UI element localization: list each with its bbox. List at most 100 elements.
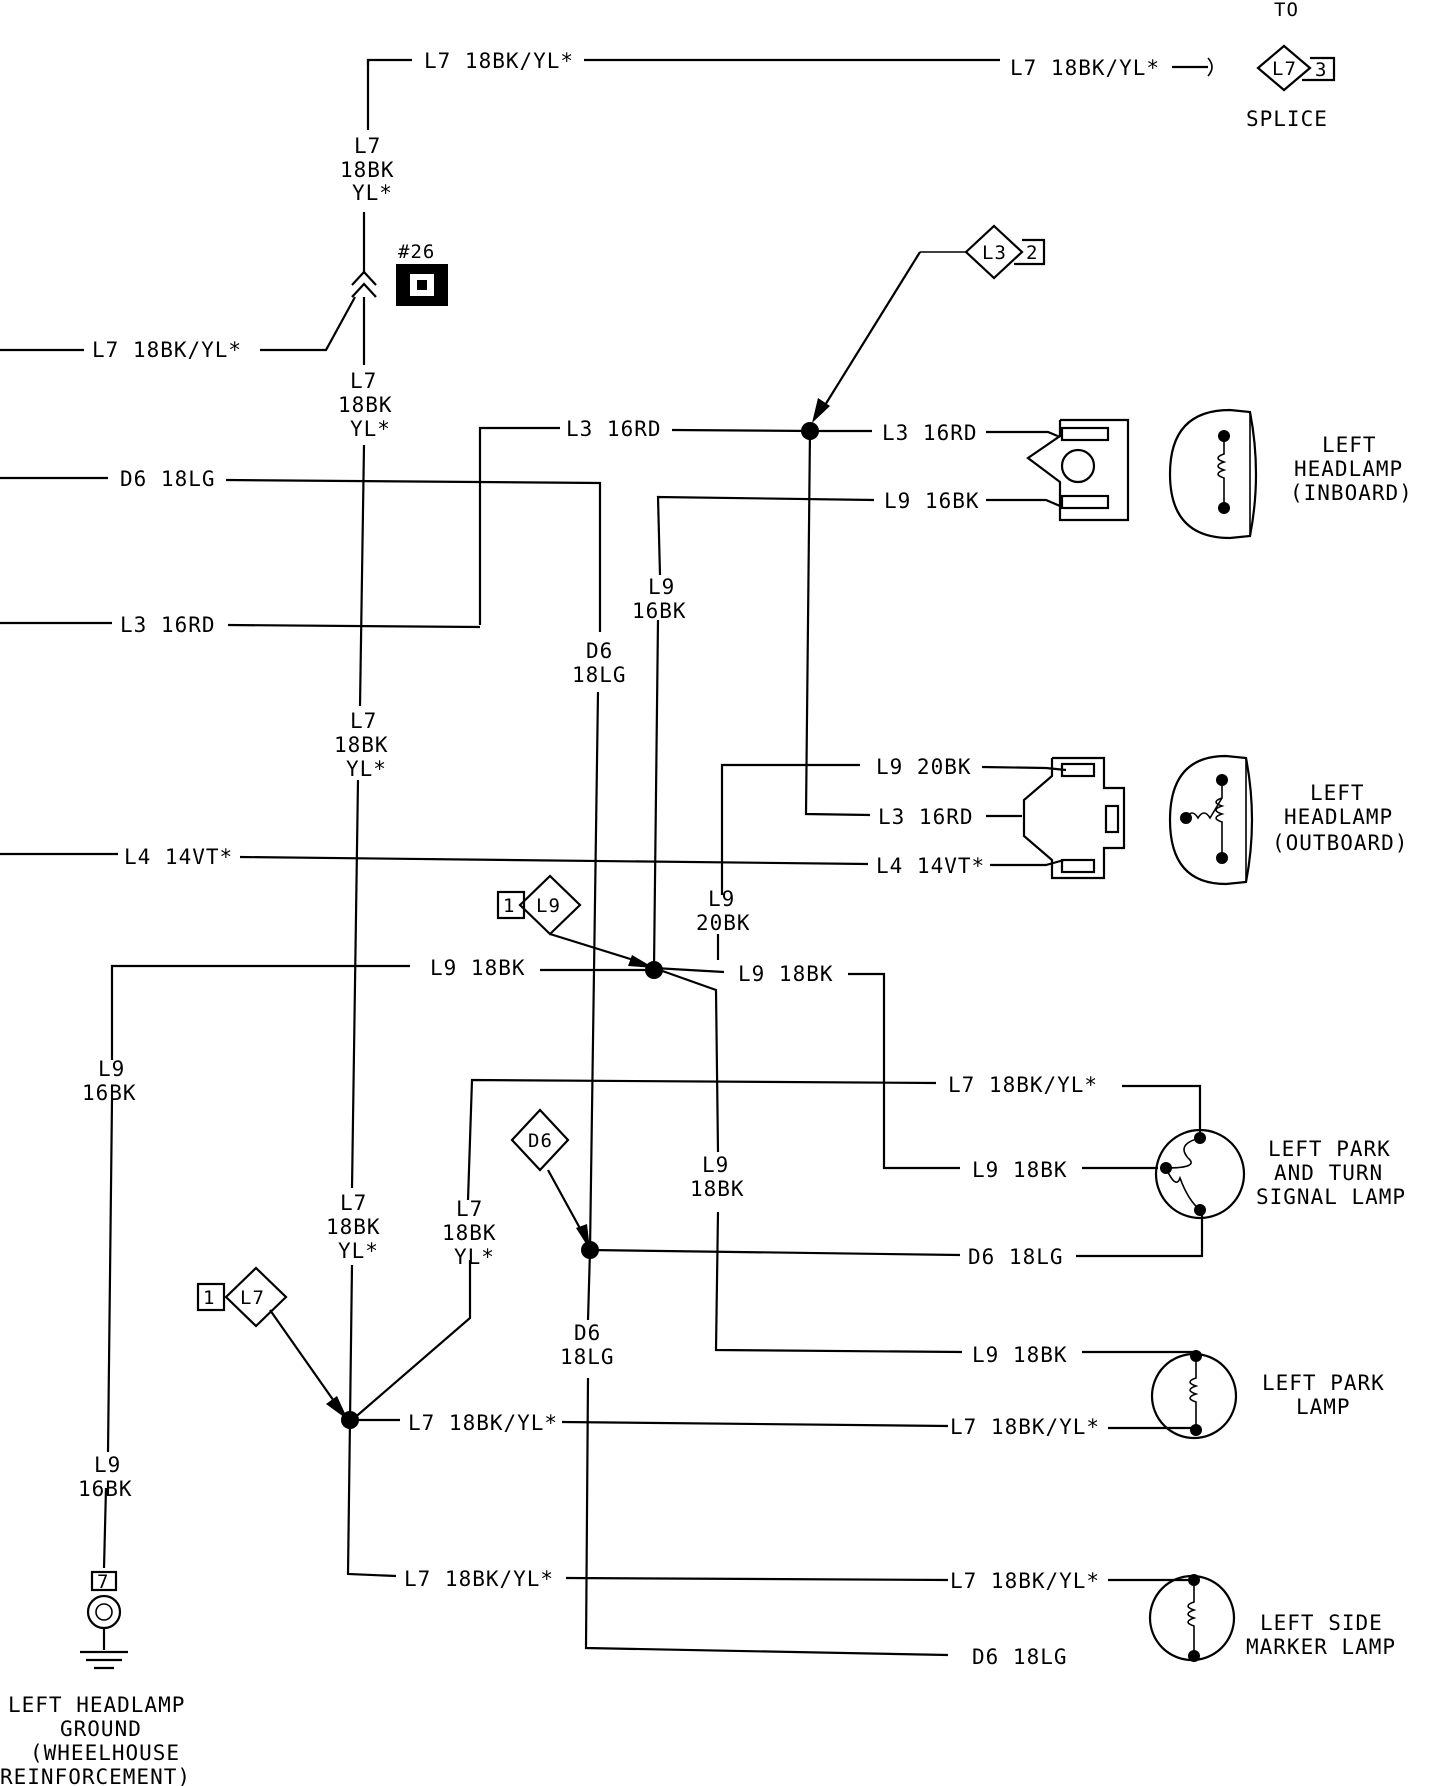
wire-label: 18BK bbox=[442, 1221, 497, 1245]
side-marker-label: MARKER LAMP bbox=[1246, 1635, 1396, 1659]
ground-label: REINFORCEMENT) bbox=[0, 1765, 191, 1786]
splice-label: SPLICE bbox=[1246, 107, 1328, 131]
wire-label: L7 bbox=[456, 1197, 483, 1221]
wire-label: L7 18BK/YL* bbox=[1010, 56, 1160, 80]
wire-label: L7 bbox=[340, 1191, 367, 1215]
wire-label: YL* bbox=[454, 1245, 495, 1269]
wire-label: L7 18BK/YL* bbox=[950, 1415, 1100, 1439]
wire-label: D6 18LG bbox=[968, 1245, 1064, 1269]
junction-dots bbox=[341, 422, 819, 1429]
component-labels: LEFT HEADLAMP (INBOARD) LEFT HEADLAMP (O… bbox=[0, 433, 1413, 1786]
wire-label: 16BK bbox=[82, 1081, 137, 1105]
wire-label: L9 18BK bbox=[738, 962, 834, 986]
l3-reference: L3 2 bbox=[964, 224, 1046, 280]
l7-ref-id: L7 bbox=[240, 1287, 265, 1309]
wire-label: L7 18BK/YL* bbox=[92, 338, 242, 362]
ground-label: LEFT HEADLAMP bbox=[8, 1693, 185, 1717]
side-marker-label: LEFT SIDE bbox=[1260, 1611, 1383, 1635]
wire-label: YL* bbox=[352, 181, 393, 205]
to-label: TO bbox=[1274, 0, 1299, 21]
headlamp-inboard-label: LEFT bbox=[1322, 433, 1377, 457]
wire-label: D6 bbox=[586, 639, 613, 663]
l9-ref-num: 1 bbox=[503, 895, 515, 917]
l3-ref-id: L3 bbox=[982, 242, 1007, 264]
l7-ref-num: 1 bbox=[203, 1287, 215, 1309]
headlamp-inboard-label: HEADLAMP bbox=[1294, 457, 1403, 481]
wire-label: L9 bbox=[708, 887, 735, 911]
ground-symbol: 7 bbox=[80, 1570, 128, 1670]
wire-label: L9 bbox=[98, 1057, 125, 1081]
wire-label: L7 bbox=[350, 709, 377, 733]
inboard-connector bbox=[1026, 418, 1130, 522]
wire-label: 18BK bbox=[326, 1215, 381, 1239]
splice-ref-num: 3 bbox=[1315, 59, 1327, 81]
wire-label: L4 14VT* bbox=[876, 854, 985, 878]
wire-label: L9 16BK bbox=[884, 489, 980, 513]
l3-ref-num: 2 bbox=[1026, 242, 1038, 264]
l7-reference: 1 L7 bbox=[196, 1266, 288, 1328]
wire-label: L9 18BK bbox=[430, 956, 526, 980]
wire-paths bbox=[0, 57, 1213, 1657]
wire-label: L9 bbox=[648, 575, 675, 599]
wire-label: L7 18BK/YL* bbox=[950, 1569, 1100, 1593]
wire-label: L3 16RD bbox=[878, 805, 974, 829]
wire-label: L7 bbox=[354, 134, 381, 158]
wire-label: L9 20BK bbox=[876, 755, 972, 779]
wire-label: 18BK bbox=[340, 158, 395, 182]
l9-reference: 1 L9 bbox=[496, 874, 582, 936]
park-lamp-label: LAMP bbox=[1296, 1395, 1351, 1419]
wire-label: 18LG bbox=[560, 1345, 615, 1369]
wire-label: L3 16RD bbox=[120, 613, 216, 637]
headlamp-inboard-label: (INBOARD) bbox=[1290, 481, 1413, 505]
park-turn-lamp-icon bbox=[1154, 1128, 1246, 1220]
wire-label: 18BK bbox=[690, 1177, 745, 1201]
wire-label: L3 16RD bbox=[882, 421, 978, 445]
wire-label: L9 18BK bbox=[972, 1343, 1068, 1367]
side-marker-lamp-icon bbox=[1148, 1574, 1236, 1662]
headlamp-outboard-label: HEADLAMP bbox=[1284, 805, 1393, 829]
headlamp-outboard-label: (OUTBOARD) bbox=[1272, 831, 1408, 855]
wire-label: L7 18BK/YL* bbox=[404, 1567, 554, 1591]
park-lamp-label: LEFT PARK bbox=[1262, 1371, 1385, 1395]
connector-26: #26 bbox=[396, 241, 448, 306]
ground-label: GROUND bbox=[60, 1717, 142, 1741]
connector-num: #26 bbox=[398, 241, 435, 263]
ground-num: 7 bbox=[97, 1571, 109, 1593]
wire-label: L7 18BK/YL* bbox=[424, 49, 574, 73]
wire-label: 20BK bbox=[696, 911, 751, 935]
l9-ref-id: L9 bbox=[536, 895, 561, 917]
wire-label: L7 18BK/YL* bbox=[948, 1073, 1098, 1097]
headlamp-inboard-icon bbox=[1168, 408, 1258, 540]
wire-label: YL* bbox=[346, 757, 387, 781]
wire-label: L9 bbox=[94, 1453, 121, 1477]
wire-label: D6 18LG bbox=[120, 467, 216, 491]
headlamp-outboard-icon bbox=[1168, 754, 1254, 886]
wire-label: L9 18BK bbox=[972, 1158, 1068, 1182]
wire-label: 16BK bbox=[78, 1477, 133, 1501]
wire-label: 16BK bbox=[632, 599, 687, 623]
wire-label: L9 bbox=[702, 1153, 729, 1177]
wire-label: L3 16RD bbox=[566, 417, 662, 441]
wire-label: D6 18LG bbox=[972, 1645, 1068, 1669]
park-lamp-icon bbox=[1150, 1350, 1238, 1440]
wire-label: L7 18BK/YL* bbox=[408, 1411, 558, 1435]
park-turn-label: SIGNAL LAMP bbox=[1256, 1185, 1406, 1209]
splice-reference-top: TO L7 3 SPLICE bbox=[1246, 0, 1336, 131]
headlamp-outboard-label: LEFT bbox=[1310, 781, 1365, 805]
outboard-connector bbox=[1022, 756, 1126, 880]
wire-label: 18BK bbox=[334, 733, 389, 757]
wire-label: YL* bbox=[338, 1239, 379, 1263]
wire-label: D6 bbox=[574, 1321, 601, 1345]
wire-labels: L7 18BK/YL* L7 18BK/YL* L7 18BK YL* L7 1… bbox=[78, 49, 1160, 1669]
wire-label: YL* bbox=[350, 417, 391, 441]
wire-label: 18BK bbox=[338, 393, 393, 417]
splice-ref-id: L7 bbox=[1272, 58, 1297, 80]
d6-ref-id: D6 bbox=[528, 1130, 553, 1152]
park-turn-label: AND TURN bbox=[1274, 1161, 1383, 1185]
d6-reference: D6 bbox=[510, 1108, 570, 1172]
wire-label: L4 14VT* bbox=[124, 845, 233, 869]
wire-label: L7 bbox=[350, 369, 377, 393]
ground-label: (WHEELHOUSE bbox=[30, 1741, 180, 1765]
park-turn-label: LEFT PARK bbox=[1268, 1137, 1391, 1161]
